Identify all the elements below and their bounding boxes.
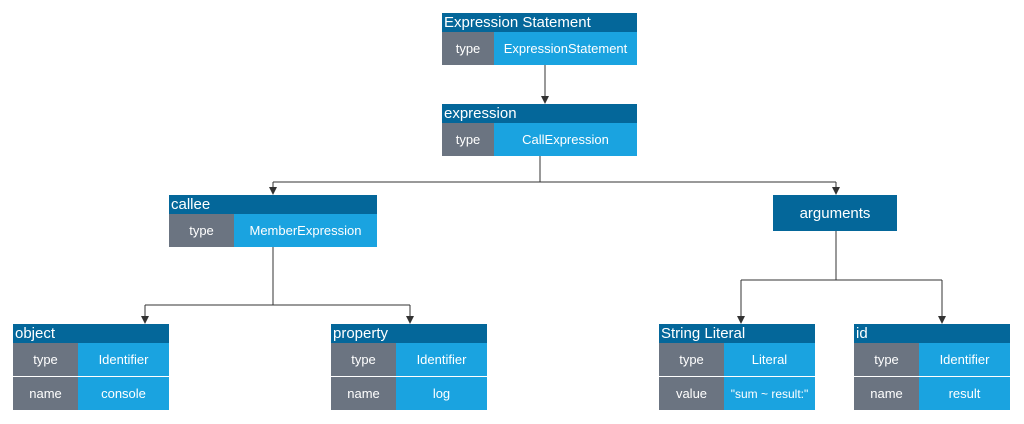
node-title: callee bbox=[169, 195, 377, 214]
node-value: ExpressionStatement bbox=[494, 32, 637, 65]
node-title: id bbox=[854, 324, 1010, 343]
node-key: type bbox=[331, 343, 396, 376]
node-value: Literal bbox=[724, 343, 815, 376]
node-object: object type Identifier name console bbox=[13, 324, 169, 410]
node-row: name result bbox=[854, 376, 1010, 410]
node-row: type ExpressionStatement bbox=[442, 32, 637, 65]
node-value: CallExpression bbox=[494, 123, 637, 156]
node-key: name bbox=[331, 377, 396, 410]
edge-expression-trunk bbox=[273, 156, 836, 183]
node-key: type bbox=[442, 123, 494, 156]
node-key: type bbox=[13, 343, 78, 376]
node-key: name bbox=[854, 377, 919, 410]
node-arguments: arguments bbox=[773, 195, 897, 231]
node-value: Identifier bbox=[396, 343, 487, 376]
node-value: console bbox=[78, 377, 169, 410]
edge-callee-trunk bbox=[145, 247, 410, 306]
edge-arguments-trunk bbox=[741, 231, 942, 281]
node-key: name bbox=[13, 377, 78, 410]
node-property: property type Identifier name log bbox=[331, 324, 487, 410]
node-title: object bbox=[13, 324, 169, 343]
node-key: type bbox=[854, 343, 919, 376]
node-value: Identifier bbox=[78, 343, 169, 376]
node-value: Identifier bbox=[919, 343, 1010, 376]
node-value: "sum ~ result:" bbox=[724, 377, 815, 410]
node-row: value "sum ~ result:" bbox=[659, 376, 815, 410]
node-value: log bbox=[396, 377, 487, 410]
node-key: type bbox=[169, 214, 234, 247]
node-row: type Identifier bbox=[13, 343, 169, 376]
node-row: name console bbox=[13, 376, 169, 410]
node-expression-statement: Expression Statement type ExpressionStat… bbox=[442, 13, 637, 65]
node-expression: expression type CallExpression bbox=[442, 104, 637, 156]
node-title: expression bbox=[442, 104, 637, 123]
node-string-literal: String Literal type Literal value "sum ~… bbox=[659, 324, 815, 410]
node-title: String Literal bbox=[659, 324, 815, 343]
node-key: type bbox=[442, 32, 494, 65]
node-value: MemberExpression bbox=[234, 214, 377, 247]
node-value: result bbox=[919, 377, 1010, 410]
node-key: value bbox=[659, 377, 724, 410]
node-title: Expression Statement bbox=[442, 13, 637, 32]
node-row: type Literal bbox=[659, 343, 815, 376]
node-row: type CallExpression bbox=[442, 123, 637, 156]
node-row: type Identifier bbox=[331, 343, 487, 376]
node-callee: callee type MemberExpression bbox=[169, 195, 377, 247]
node-row: name log bbox=[331, 376, 487, 410]
node-row: type Identifier bbox=[854, 343, 1010, 376]
node-id: id type Identifier name result bbox=[854, 324, 1010, 410]
node-title: property bbox=[331, 324, 487, 343]
node-row: type MemberExpression bbox=[169, 214, 377, 247]
node-key: type bbox=[659, 343, 724, 376]
